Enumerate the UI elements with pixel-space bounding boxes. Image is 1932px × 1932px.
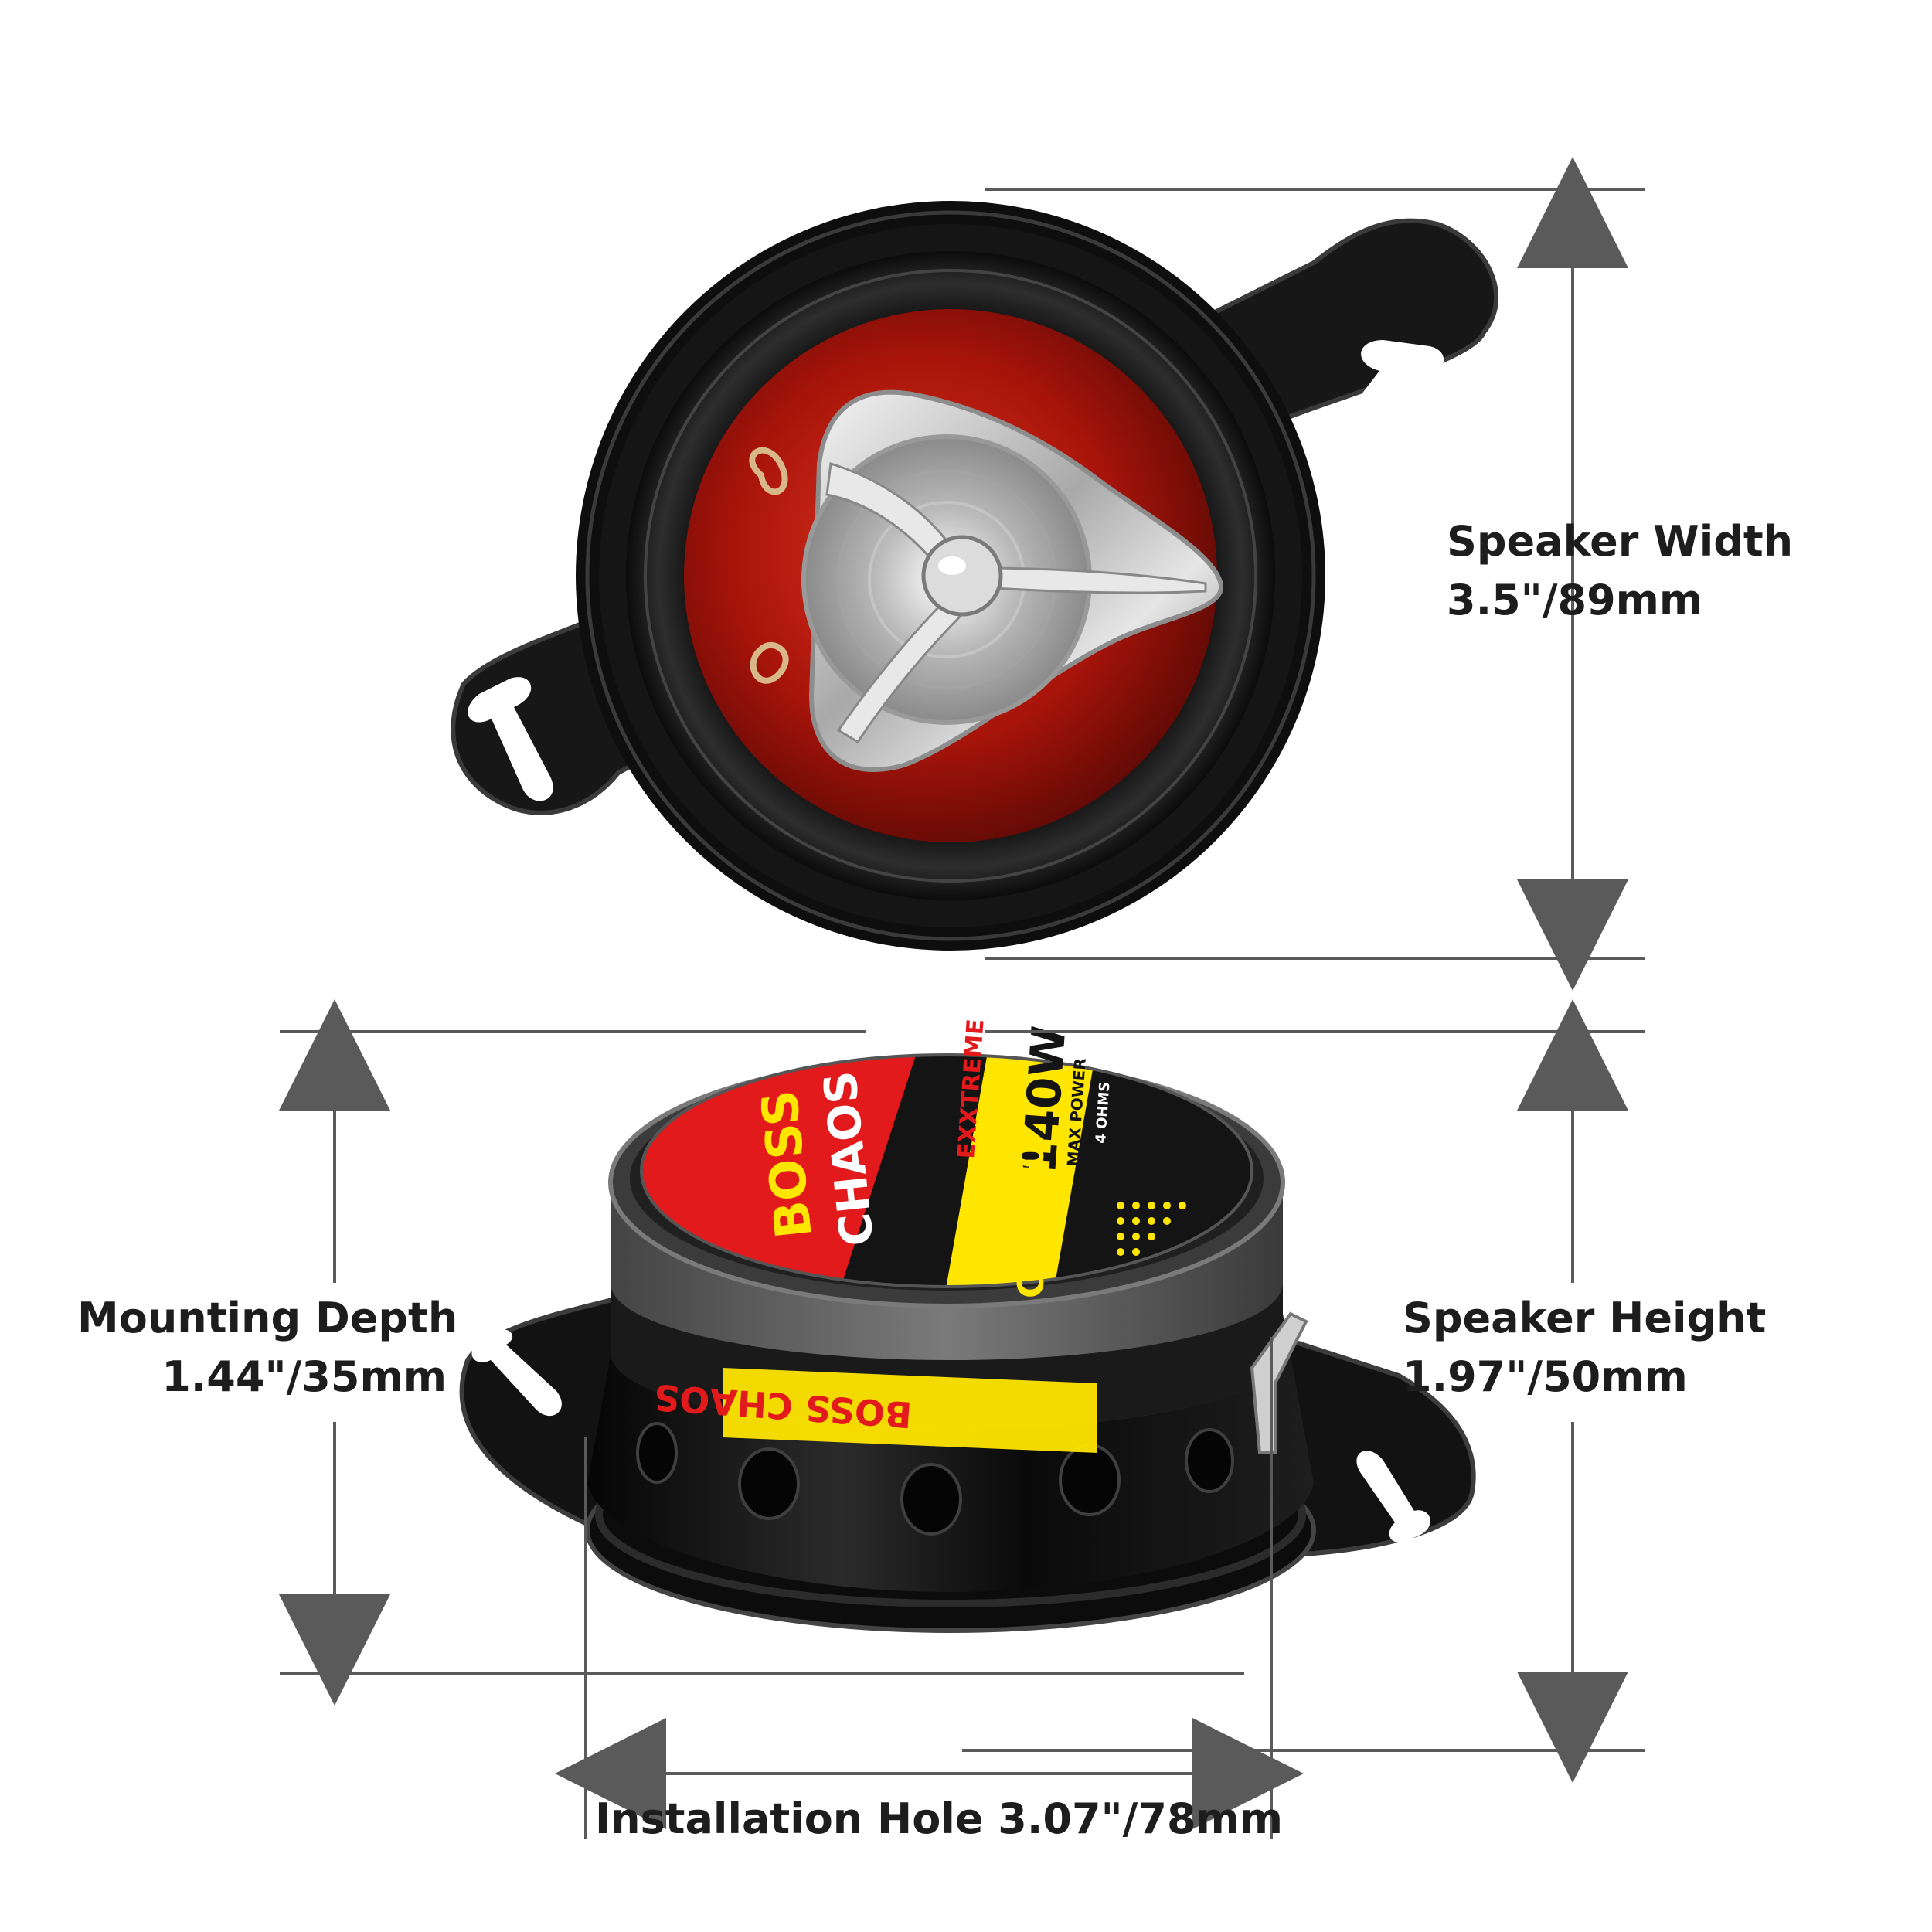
top-tinsel-lead-lower	[750, 641, 789, 684]
speaker-width-value: 3.5"/89mm	[1447, 576, 1703, 624]
side-view-speaker: BOSS CHAOS BOSS CHAOS EXXTREME 140W MAX …	[459, 1018, 1476, 1633]
speaker-width-label: Speaker Width 3.5"/89mm	[1447, 512, 1793, 630]
installation-hole-label: Installation Hole 3.07"/78mm	[595, 1794, 1284, 1843]
side-vent-hole	[1059, 1444, 1121, 1516]
mounting-depth-label: Mounting Depth 1.44"/35mm	[77, 1289, 458, 1406]
top-mounting-slot-right	[1328, 340, 1444, 461]
side-product-label: BOSS CHAOS EXXTREME 140W MAX POWER 4 OHM…	[640, 1018, 1253, 1298]
top-center-pole	[921, 535, 1003, 617]
top-view-speaker	[451, 201, 1499, 951]
side-vent-hole	[900, 1463, 962, 1536]
top-mounting-slot-left	[468, 677, 553, 801]
top-tinsel-lead-upper	[749, 447, 788, 495]
mounting-depth-value: 1.44"/35mm	[162, 1352, 447, 1401]
label-model: CH3220	[1010, 1144, 1052, 1298]
label-power: 140W	[1012, 1024, 1077, 1175]
speaker-height-title: Speaker Height	[1403, 1294, 1767, 1342]
speaker-height-value: 1.97"/50mm	[1403, 1352, 1688, 1401]
side-speaker-terminal	[1250, 1311, 1308, 1454]
speaker-width-title: Speaker Width	[1447, 517, 1794, 566]
side-vent-hole	[1185, 1428, 1234, 1493]
side-mounting-slot-right	[1356, 1451, 1430, 1543]
speaker-height-label: Speaker Height 1.97"/50mm	[1403, 1289, 1766, 1406]
side-vent-hole	[636, 1422, 678, 1484]
dimension-lines	[279, 157, 1645, 1839]
label-dot-pattern	[1117, 1202, 1186, 1256]
side-wrap-yellow-strip	[723, 1368, 1097, 1453]
side-mounting-slot-left	[471, 1329, 562, 1417]
side-vent-hole	[738, 1447, 800, 1520]
mounting-depth-title: Mounting Depth	[77, 1294, 458, 1342]
